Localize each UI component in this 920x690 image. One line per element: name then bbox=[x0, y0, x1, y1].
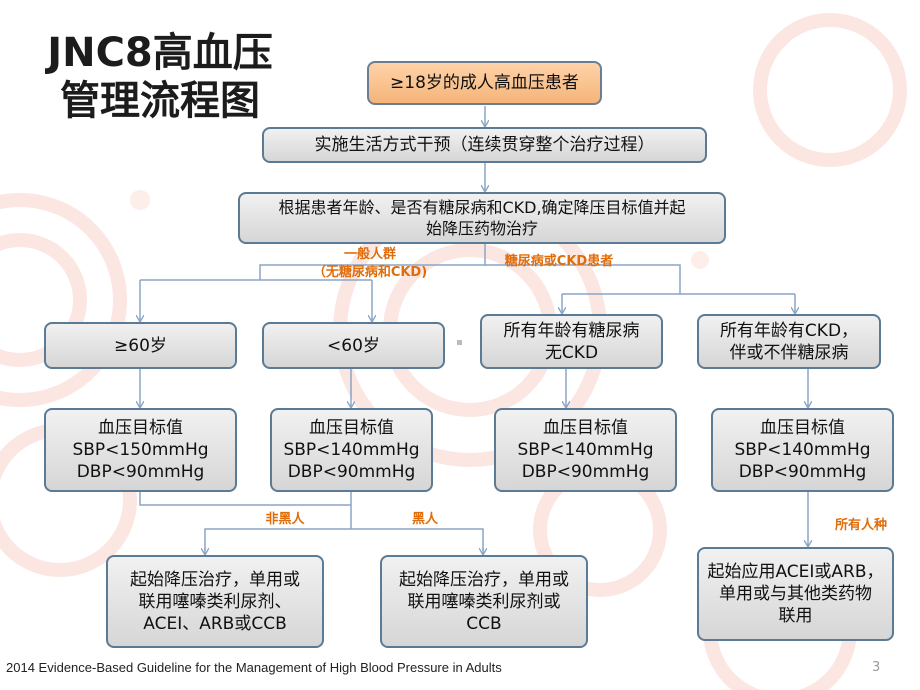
ckd-line1: 所有年龄有CKD， bbox=[719, 320, 859, 341]
target4-label: 血压目标值 bbox=[760, 418, 845, 438]
treat2-line2: 联用噻嗪类利尿剂或 bbox=[407, 591, 561, 612]
target3-dbp: DBP<90mmHg bbox=[521, 462, 650, 482]
label-non-black: 非黑人 bbox=[265, 512, 305, 527]
lifestyle-box-text: 实施生活方式干预（连续贯穿整个治疗过程） bbox=[314, 135, 655, 155]
target2-dbp: DBP<90mmHg bbox=[287, 462, 416, 482]
diabetes-line2: 无CKD bbox=[544, 342, 599, 363]
label-general-line1: 一般人群 bbox=[343, 247, 396, 262]
assessment-line2: 始降压药物治疗 bbox=[425, 219, 538, 238]
diabetes-no-ckd-box: 所有年龄有糖尿病 无CKD bbox=[480, 314, 663, 369]
target1-label: 血压目标值 bbox=[98, 418, 183, 438]
treat3-line2: 单用或与其他类药物 bbox=[719, 584, 872, 604]
treat2-line1: 起始降压治疗，单用或 bbox=[399, 569, 569, 590]
treat3-line1: 起始应用ACEI或ARB， bbox=[707, 562, 884, 582]
diabetes-line1: 所有年龄有糖尿病 bbox=[503, 320, 640, 341]
assessment-line1: 根据患者年龄、是否有糖尿病和CKD,确定降压目标值并起 bbox=[278, 198, 686, 217]
page-title-line2: 管理流程图 bbox=[60, 78, 260, 124]
label-general-line2: （无糖尿病和CKD) bbox=[312, 265, 428, 280]
target-box-age-60-plus: 血压目标值 SBP<150mmHg DBP<90mmHg bbox=[44, 408, 237, 492]
ckd-box: 所有年龄有CKD， 伴或不伴糖尿病 bbox=[697, 314, 881, 369]
treat3-line3: 联用 bbox=[778, 606, 813, 626]
age-60-plus-box: ≥60岁 bbox=[44, 322, 237, 369]
target1-dbp: DBP<90mmHg bbox=[76, 462, 205, 482]
target-box-ckd: 血压目标值 SBP<140mmHg DBP<90mmHg bbox=[711, 408, 894, 492]
target2-label: 血压目标值 bbox=[309, 418, 394, 438]
target2-sbp: SBP<140mmHg bbox=[283, 440, 420, 460]
start-box-text: ≥18岁的成人高血压患者 bbox=[390, 73, 579, 93]
label-diabetes-ckd: 糖尿病或CKD患者 bbox=[504, 254, 614, 269]
branch-general bbox=[259, 244, 486, 280]
treat1-line2: 联用噻嗪类利尿剂、 bbox=[138, 591, 292, 612]
target1-sbp: SBP<150mmHg bbox=[72, 440, 209, 460]
target4-dbp: DBP<90mmHg bbox=[738, 462, 867, 482]
treat1-line3: ACEI、ARB或CCB bbox=[143, 613, 287, 634]
branch-diabetes-ckd bbox=[485, 264, 681, 280]
lifestyle-box: 实施生活方式干预（连续贯穿整个治疗过程） bbox=[262, 127, 707, 163]
treat1-line1: 起始降压治疗，单用或 bbox=[130, 569, 300, 590]
page-title-line1: JNC8高血压 bbox=[47, 30, 273, 76]
target3-label: 血压目标值 bbox=[543, 418, 628, 438]
target-box-age-under-60: 血压目标值 SBP<140mmHg DBP<90mmHg bbox=[270, 408, 433, 492]
treat2-line3: CCB bbox=[466, 613, 502, 634]
age-under-60-box: <60岁 bbox=[262, 322, 445, 369]
target3-sbp: SBP<140mmHg bbox=[517, 440, 654, 460]
target-box-diabetes: 血压目标值 SBP<140mmHg DBP<90mmHg bbox=[494, 408, 677, 492]
label-black: 黑人 bbox=[411, 512, 438, 527]
decorative-dot bbox=[457, 340, 462, 345]
footer-citation: 2014 Evidence-Based Guideline for the Ma… bbox=[6, 660, 502, 675]
treatment-box-non-black: 起始降压治疗，单用或 联用噻嗪类利尿剂、 ACEI、ARB或CCB bbox=[106, 555, 324, 648]
page-number: 3 bbox=[872, 660, 881, 675]
label-general-population: 一般人群 （无糖尿病和CKD) bbox=[300, 246, 440, 282]
age-under-60-text: <60岁 bbox=[327, 335, 380, 356]
treatment-box-black: 起始降压治疗，单用或 联用噻嗪类利尿剂或 CCB bbox=[380, 555, 588, 648]
label-all-races: 所有人种 bbox=[834, 518, 887, 533]
start-box: ≥18岁的成人高血压患者 bbox=[367, 61, 602, 105]
assessment-box: 根据患者年龄、是否有糖尿病和CKD,确定降压目标值并起 始降压药物治疗 bbox=[238, 192, 726, 244]
ckd-line2: 伴或不伴糖尿病 bbox=[729, 342, 849, 363]
treatment-box-ckd: 起始应用ACEI或ARB， 单用或与其他类药物 联用 bbox=[697, 547, 894, 641]
target4-sbp: SBP<140mmHg bbox=[734, 440, 871, 460]
age-60-plus-text: ≥60岁 bbox=[114, 335, 167, 356]
